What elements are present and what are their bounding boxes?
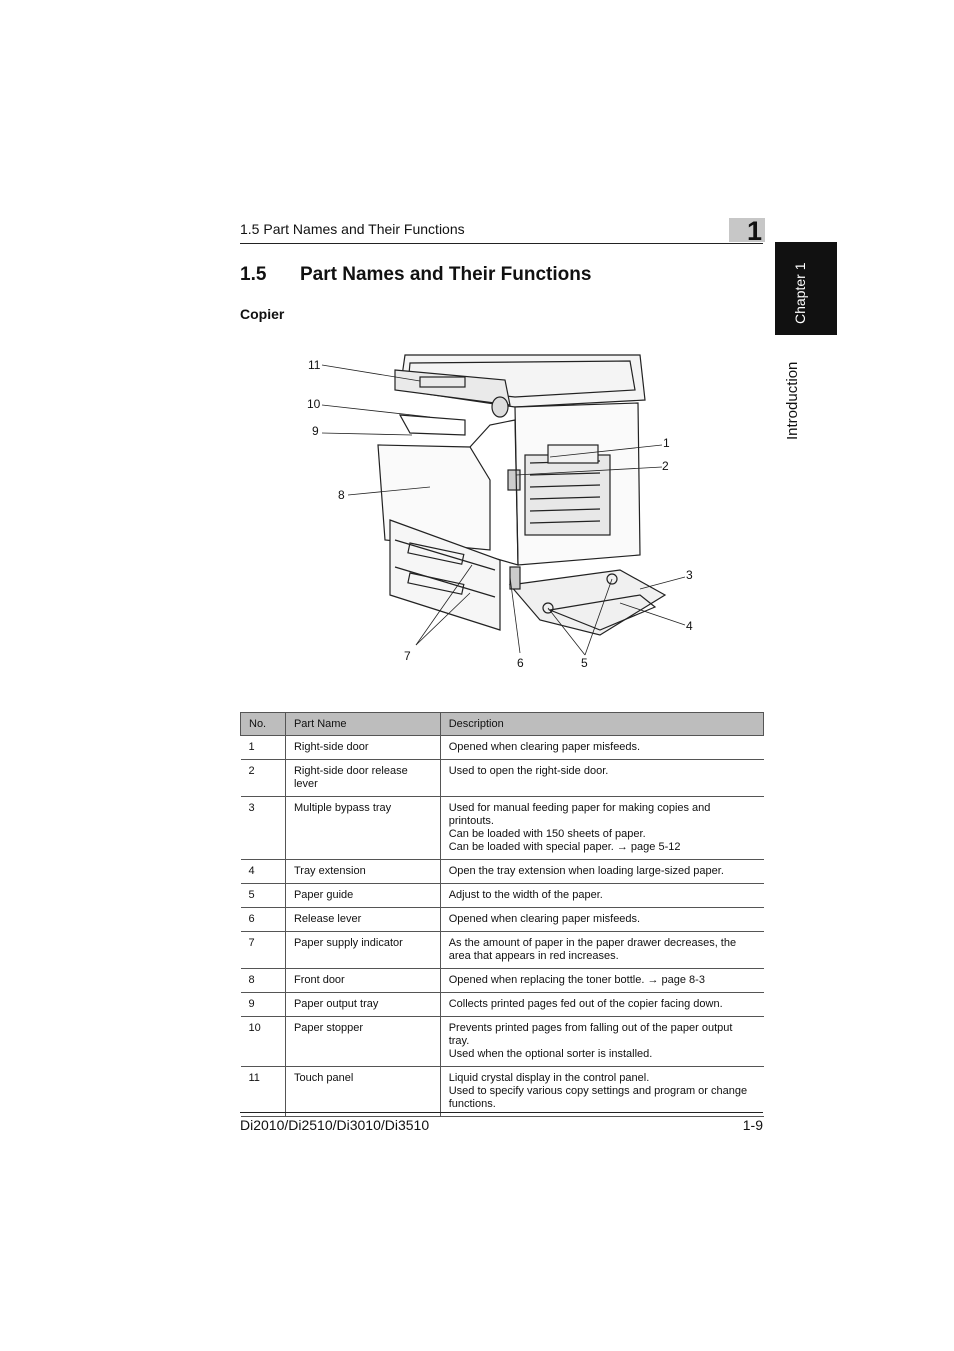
footer-model: Di2010/Di2510/Di3010/Di3510 (240, 1117, 430, 1133)
description-line: Used for manual feeding paper for making… (448, 802, 711, 827)
cell-description: Open the tray extension when loading lar… (439, 859, 764, 884)
cell-no: 7 (240, 931, 286, 969)
description-line: Used to specify various copy settings an… (448, 1085, 748, 1110)
cell-no: 10 (240, 1016, 286, 1067)
cell-no: 3 (240, 796, 286, 860)
cell-part-name: Paper stopper (284, 1016, 441, 1067)
description-line: Opened when clearing paper misfeeds. (448, 913, 641, 925)
callout-9: 9 (312, 424, 319, 438)
header-part-name: Part Name (284, 712, 441, 736)
callout-7: 7 (404, 649, 411, 663)
cell-part-name: Paper supply indicator (284, 931, 441, 969)
callout-11: 11 (308, 358, 321, 372)
section-heading: 1.5 Part Names and Their Functions (240, 264, 591, 286)
callout-1: 1 (663, 436, 670, 450)
chapter-number-box: 1 (729, 216, 765, 246)
cell-description: Liquid crystal display in the control pa… (439, 1066, 764, 1117)
running-header-title: 1.5 Part Names and Their Functions (240, 221, 465, 237)
description-line: Open the tray extension when loading lar… (448, 865, 724, 877)
cell-description: Used to open the right-side door. (439, 759, 764, 797)
cell-no: 6 (240, 907, 286, 932)
table-header-row: No. Part Name Description (240, 712, 765, 736)
cell-no: 2 (240, 759, 286, 797)
callout-8: 8 (338, 488, 345, 502)
cell-no: 8 (240, 968, 286, 993)
callout-2: 2 (662, 459, 669, 473)
cell-description: Adjust to the width of the paper. (439, 883, 764, 908)
cell-part-name: Release lever (284, 907, 441, 932)
cell-description: Used for manual feeding paper for making… (439, 796, 764, 860)
cell-description: Opened when clearing paper misfeeds. (439, 907, 764, 932)
section-side-tab-label: Introduction (784, 361, 801, 440)
cell-no: 4 (240, 859, 286, 884)
callout-3: 3 (686, 568, 693, 582)
description-line: Can be loaded with special paper. → page… (448, 841, 681, 853)
callout-6: 6 (517, 656, 524, 670)
page-footer: Di2010/Di2510/Di3010/Di3510 1-9 (240, 1112, 763, 1133)
description-line: Liquid crystal display in the control pa… (448, 1072, 650, 1084)
chapter-side-tab: Chapter 1 (775, 242, 837, 335)
subsection-heading: Copier (240, 306, 285, 322)
cell-part-name: Multiple bypass tray (284, 796, 441, 860)
cell-part-name: Tray extension (284, 859, 441, 884)
cell-no: 9 (240, 992, 286, 1017)
header-no: No. (240, 712, 286, 736)
cell-no: 1 (240, 735, 286, 760)
cell-part-name: Paper output tray (284, 992, 441, 1017)
cell-part-name: Front door (284, 968, 441, 993)
description-line: Opened when replacing the toner bottle. … (448, 974, 705, 986)
cell-part-name: Right-side door (284, 735, 441, 760)
description-line: Adjust to the width of the paper. (448, 889, 603, 901)
cell-description: Collects printed pages fed out of the co… (439, 992, 764, 1017)
running-header: 1.5 Part Names and Their Functions (240, 221, 763, 244)
description-line: Opened when clearing paper misfeeds. (448, 741, 641, 753)
chapter-number: 1 (746, 216, 762, 246)
cell-description: Prevents printed pages from falling out … (439, 1016, 764, 1067)
header-description: Description (439, 712, 765, 736)
section-number: 1.5 (240, 264, 267, 285)
description-line: Can be loaded with 150 sheets of paper. (448, 828, 646, 840)
copier-illustration: 11 10 9 8 7 6 5 4 3 2 1 (300, 345, 710, 675)
cell-part-name: Right-side door release lever (284, 759, 441, 797)
footer-page-number: 1-9 (742, 1117, 763, 1133)
description-line: Used when the optional sorter is install… (448, 1048, 653, 1060)
cell-no: 5 (240, 883, 286, 908)
description-line: Used to open the right-side door. (448, 765, 609, 777)
cell-description: Opened when replacing the toner bottle. … (439, 968, 764, 993)
description-line: Collects printed pages fed out of the co… (448, 998, 723, 1010)
cell-part-name: Paper guide (284, 883, 441, 908)
cell-description: Opened when clearing paper misfeeds. (439, 735, 764, 760)
chapter-side-tab-label: Chapter 1 (792, 262, 808, 324)
cell-description: As the amount of paper in the paper draw… (439, 931, 764, 969)
callout-4: 4 (686, 619, 693, 633)
callout-labels: 11 10 9 8 7 6 5 4 3 2 1 (307, 358, 693, 670)
cell-no: 11 (240, 1066, 286, 1117)
description-line: Prevents printed pages from falling out … (448, 1022, 733, 1047)
callout-10: 10 (307, 397, 321, 411)
callout-5: 5 (581, 656, 588, 670)
cell-part-name: Touch panel (284, 1066, 441, 1117)
description-line: As the amount of paper in the paper draw… (448, 937, 737, 962)
section-title: Part Names and Their Functions (300, 264, 592, 285)
copier-drawing: 11 10 9 8 7 6 5 4 3 2 1 (307, 354, 693, 670)
